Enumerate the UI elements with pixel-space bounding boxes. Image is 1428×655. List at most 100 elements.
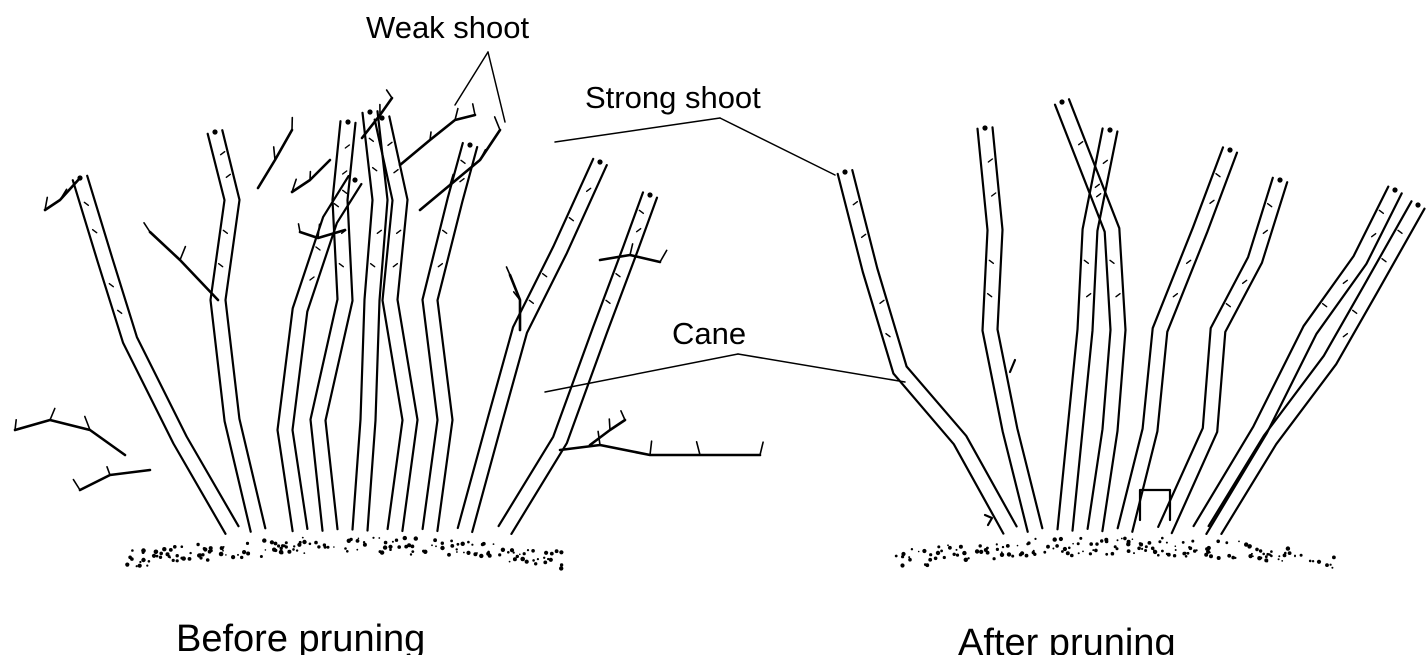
soil-speck	[1043, 551, 1046, 554]
soil-speck	[156, 555, 159, 558]
soil-speck	[1116, 547, 1119, 550]
soil-speck	[435, 545, 437, 547]
cane-edge	[1132, 153, 1237, 532]
soil-speck	[493, 543, 495, 545]
soil-speck	[209, 546, 213, 550]
weak-shoot	[300, 230, 345, 238]
soil-speck	[1182, 552, 1186, 556]
soil-speck	[388, 545, 392, 549]
soil-speck	[1225, 541, 1228, 544]
soil-mound-before	[125, 536, 563, 571]
soil-speck	[1262, 553, 1265, 556]
leader-weak-shoot-2	[488, 52, 505, 122]
soil-speck	[943, 556, 946, 559]
soil-speck	[928, 558, 932, 562]
soil-speck	[219, 552, 224, 557]
thorn	[992, 193, 996, 196]
thorn	[1268, 204, 1272, 207]
soil-speck	[1000, 553, 1004, 557]
thorn	[1116, 294, 1120, 297]
soil-speck	[414, 536, 418, 540]
soil-speck	[237, 554, 239, 556]
soil-speck	[471, 544, 473, 546]
soil-speck	[463, 552, 465, 554]
soil-speck	[1072, 543, 1074, 545]
cane-edge	[993, 127, 1043, 528]
soil-speck	[1133, 552, 1135, 554]
weak-shoot	[420, 130, 500, 210]
soil-speck	[203, 547, 206, 550]
thorn	[343, 190, 347, 193]
soil-speck	[274, 542, 278, 546]
soil-speck	[934, 557, 938, 561]
thorn	[219, 264, 223, 267]
thorn	[394, 170, 398, 173]
soil-speck	[1148, 541, 1152, 545]
soil-speck	[242, 550, 246, 554]
thorn	[339, 264, 343, 267]
soil-speck	[908, 556, 910, 558]
branch	[1010, 360, 1015, 372]
pruned-stub	[1140, 490, 1170, 520]
soil-speck	[519, 554, 521, 556]
twig	[697, 442, 700, 455]
soil-speck	[1251, 553, 1253, 555]
soil-speck	[299, 541, 302, 544]
soil-speck	[302, 537, 304, 539]
soil-speck	[947, 544, 949, 546]
pruned-stub	[985, 515, 992, 525]
soil-speck	[1175, 549, 1177, 551]
soil-speck	[507, 551, 510, 554]
before-pruning-caption: Before pruning	[176, 620, 425, 655]
soil-speck	[1270, 550, 1273, 553]
shoot-tip	[1392, 187, 1397, 192]
soil-speck	[956, 554, 959, 557]
cane-edge	[353, 113, 373, 530]
soil-speck	[1078, 552, 1080, 554]
soil-speck	[979, 550, 983, 554]
soil-speck	[378, 537, 380, 539]
cane-edge	[389, 116, 417, 531]
soil-speck	[433, 538, 437, 542]
soil-speck	[1173, 554, 1176, 557]
soil-speck	[1244, 542, 1248, 546]
soil-speck	[456, 548, 458, 550]
soil-speck	[344, 547, 347, 550]
thorn	[397, 230, 401, 233]
twig	[274, 147, 275, 160]
twig	[621, 411, 625, 420]
soil-speck	[523, 552, 526, 555]
soil-speck	[142, 551, 145, 554]
twig	[387, 90, 392, 98]
soil-speck	[1284, 552, 1287, 555]
soil-speck	[225, 554, 227, 556]
soil-speck	[136, 565, 138, 567]
twig	[318, 224, 320, 238]
soil-speck	[383, 545, 387, 549]
thorn	[886, 334, 890, 337]
soil-speck	[1137, 547, 1141, 551]
thorn	[988, 159, 992, 162]
thorn	[393, 264, 397, 267]
soil-speck	[280, 547, 283, 550]
soil-speck	[964, 558, 968, 562]
thorn	[388, 142, 392, 145]
soil-speck	[996, 548, 999, 551]
shoot-tip	[467, 142, 472, 147]
soil-speck	[210, 549, 213, 552]
soil-speck	[231, 555, 235, 559]
soil-speck	[314, 541, 318, 545]
soil-speck	[482, 542, 486, 546]
thorn	[1353, 310, 1357, 313]
soil-speck	[265, 549, 267, 551]
soil-speck	[380, 550, 384, 554]
soil-speck	[948, 546, 952, 550]
soil-speck	[544, 551, 548, 555]
soil-speck	[302, 540, 306, 544]
soil-speck	[358, 538, 360, 540]
soil-speck	[516, 555, 519, 558]
shoot-tip	[647, 192, 652, 197]
soil-speck	[152, 554, 156, 558]
thorn	[988, 294, 992, 297]
soil-speck	[1175, 545, 1177, 547]
